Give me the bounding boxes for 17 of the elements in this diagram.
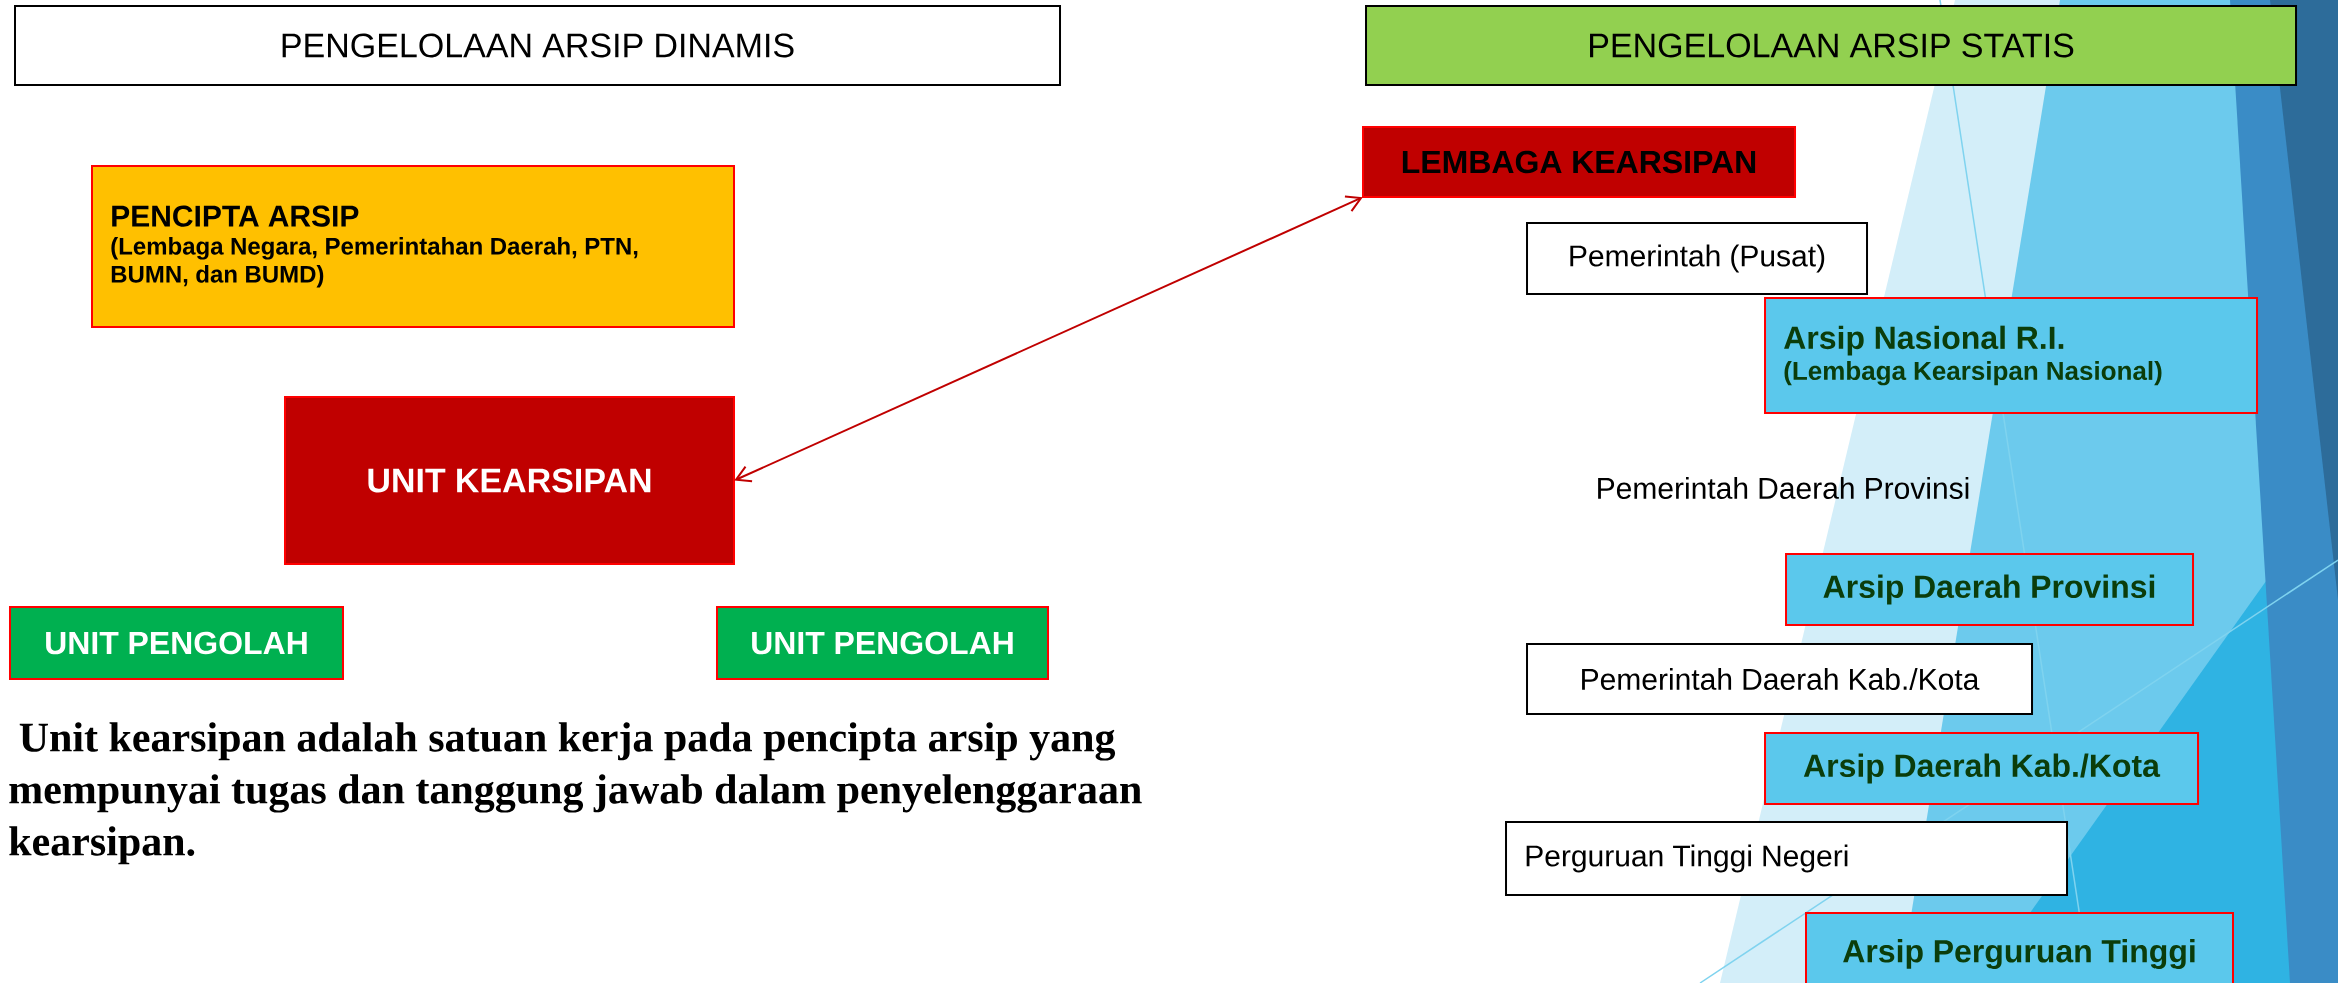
arrow [734,195,1363,483]
level-box: Perguruan Tinggi Negeri [1505,821,2068,896]
process-box: LEMBAGA KEARSIPAN [1362,126,1796,198]
level-label: Pemerintah Daerah Provinsi [1598,477,1969,500]
process-box: PENCIPTA ARSIP (Lembaga Negara, Pemerintahan Daerah, PTN, BUMN, dan BUMD) [91,165,735,328]
archive-box: Arsip Nasional R.I. (Lembaga Kearsipan Nasional) [1764,297,2258,414]
archive-box: Arsip Daerah Kab./Kota [1764,732,2199,805]
process-box: UNIT PENGOLAH [9,606,344,680]
process-box: UNIT KEARSIPAN [284,396,735,565]
archive-box: Arsip Daerah Provinsi [1785,553,2194,626]
description-text: Unit kearsipan adalah satuan kerja pada pencipta arsip yang mempunyai tugas dan tanggung jawab dalam penyelenggaraan kearsipan. [9,722,1142,865]
archive-box: Arsip Perguruan Tinggi [1805,912,2234,983]
level-box: Pemerintah Daerah Kab./Kota [1526,643,2033,715]
process-box: UNIT PENGOLAH [716,606,1049,680]
level-box: Pemerintah (Pusat) [1526,222,1868,295]
title-box: PENGELOLAAN ARSIP STATIS [1365,5,2298,86]
title-box: PENGELOLAAN ARSIP DINAMIS [14,5,1061,86]
